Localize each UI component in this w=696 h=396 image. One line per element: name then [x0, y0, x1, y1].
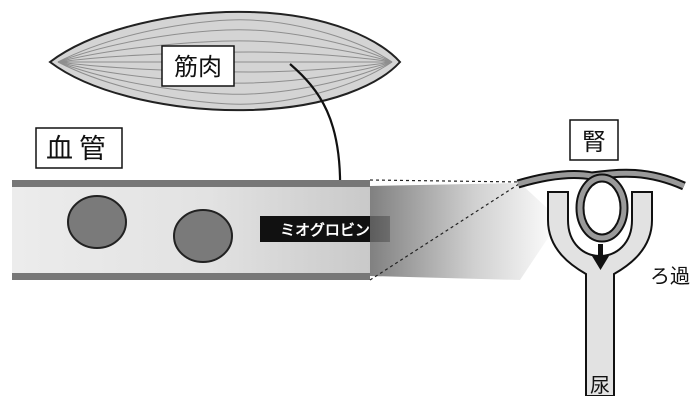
myoglobin-label-box [260, 216, 390, 242]
vessel-wall-top [12, 180, 370, 187]
blood-cell [67, 195, 127, 249]
kidney-label: 腎 [582, 128, 606, 156]
blood-vessel-label-box [35, 127, 123, 169]
blood-vessel-label: 血管 [46, 134, 112, 165]
myoglobin-label: ミオグロビン [280, 221, 370, 239]
bowman-capsule [547, 191, 653, 396]
glomerulus-core [588, 187, 616, 229]
blood-vessel: ミオグロビン [12, 180, 390, 280]
blood-cell [173, 209, 233, 263]
kidney-nephron: ろ過 尿 [516, 168, 690, 396]
kidney-label-box [569, 119, 619, 161]
muscle-label-box [161, 45, 235, 87]
muscle-fibers [57, 19, 393, 105]
muscle: 筋肉 [48, 10, 402, 112]
glomerulus-inner [577, 175, 627, 241]
filtration-label: ろ過 [650, 264, 690, 288]
zoom-line-top [369, 179, 523, 183]
muscle-label: 筋肉 [174, 53, 222, 81]
blood-vessel-label-group: 血管 [35, 127, 123, 169]
zoom-connector [369, 179, 560, 281]
vessel-wall-bottom [12, 273, 370, 280]
urine-label: 尿 [590, 373, 610, 396]
kidney-label-group: 腎 [569, 119, 619, 161]
zoom-cone [370, 183, 560, 280]
arrow-down-icon [592, 244, 609, 270]
muscle-to-vessel-arrow [289, 63, 352, 205]
zoom-line-bottom [369, 181, 523, 281]
